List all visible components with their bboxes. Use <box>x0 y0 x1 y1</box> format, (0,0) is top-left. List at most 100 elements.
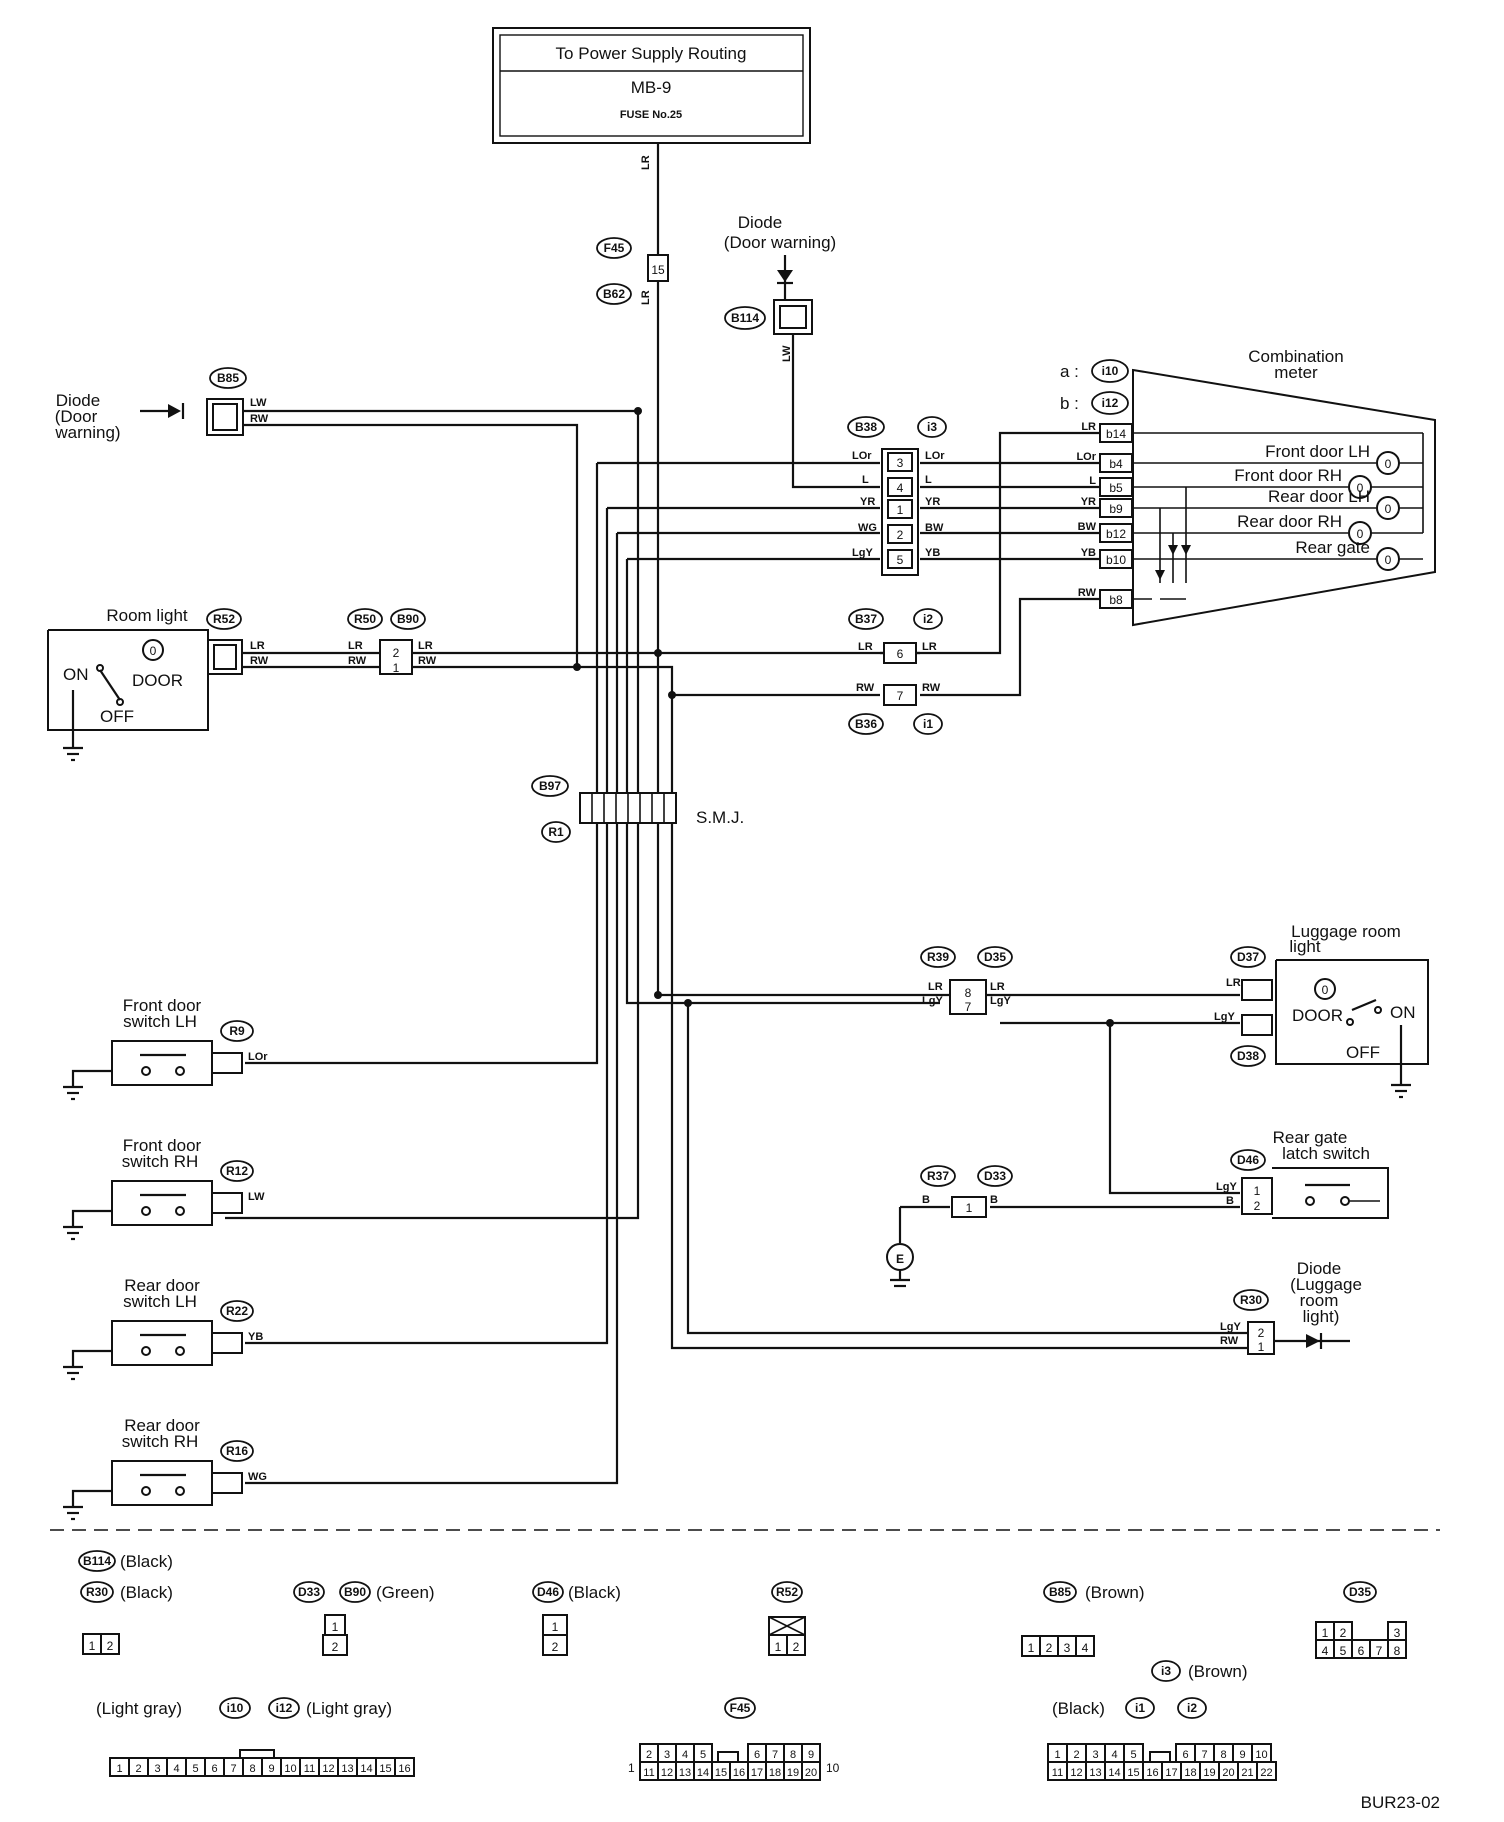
legend-pin <box>394 1757 415 1777</box>
svg-text:Combination: Combination <box>1248 347 1343 366</box>
legend-pin-label: 2 <box>1073 1749 1079 1761</box>
legend-pin-label: 7 <box>1201 1749 1207 1761</box>
svg-text:i1: i1 <box>1135 1701 1145 1715</box>
svg-text:LW: LW <box>781 345 793 362</box>
svg-text:light: light <box>1289 937 1320 956</box>
meter-pin-label: b14 <box>1106 427 1126 441</box>
meter-lamp-label: Front door RH <box>1234 466 1342 485</box>
svg-text:R52: R52 <box>776 1585 798 1599</box>
svg-text:0: 0 <box>1385 502 1392 516</box>
svg-text:7: 7 <box>897 689 904 703</box>
svg-text:F45: F45 <box>730 1701 751 1715</box>
svg-text:Rear door: Rear door <box>124 1416 200 1435</box>
svg-text:B36: B36 <box>855 717 877 731</box>
svg-text:2: 2 <box>897 528 904 542</box>
svg-text:ON: ON <box>63 665 89 684</box>
svg-text:1: 1 <box>1028 1641 1035 1655</box>
svg-text:D38: D38 <box>1237 1049 1259 1063</box>
legend-pin-label: 14 <box>1108 1767 1120 1779</box>
legend-pin-label: 9 <box>268 1763 274 1775</box>
svg-text:B114: B114 <box>731 311 759 325</box>
power-supply-title: To Power Supply Routing <box>556 44 747 63</box>
svg-text:B114: B114 <box>83 1554 111 1568</box>
svg-text:1: 1 <box>1258 1340 1265 1354</box>
svg-text:LgY: LgY <box>1216 1181 1237 1193</box>
legend-pin-label: 11 <box>304 1763 315 1775</box>
svg-text:Diode: Diode <box>738 213 782 232</box>
svg-text:R9: R9 <box>229 1024 245 1038</box>
svg-text:4: 4 <box>1082 1641 1089 1655</box>
meter-wire-code: LOr <box>1076 451 1096 463</box>
legend-pin-label: 5 <box>1130 1749 1136 1761</box>
svg-text:light): light) <box>1303 1307 1340 1326</box>
diode-door-warning-b114: Diode (Door warning) B114 LW <box>724 213 836 362</box>
svg-text:YB: YB <box>925 547 940 559</box>
svg-text:(Green): (Green) <box>376 1583 435 1602</box>
svg-text:R1: R1 <box>548 825 564 839</box>
svg-text:2: 2 <box>107 1639 114 1653</box>
legend-pin-label: 20 <box>805 1767 817 1779</box>
svg-text:i3: i3 <box>1161 1664 1171 1678</box>
svg-text:B97: B97 <box>539 779 561 793</box>
legend-pin-label: 7 <box>230 1763 236 1775</box>
svg-text:0: 0 <box>1357 527 1364 541</box>
svg-text:i2: i2 <box>1187 1701 1197 1715</box>
svg-text:switch RH: switch RH <box>122 1432 199 1451</box>
svg-text:LgY: LgY <box>990 995 1011 1007</box>
legend-pin-label: 1 <box>1054 1749 1060 1761</box>
legend-pin-label: 2 <box>135 1763 141 1775</box>
connector-r50-b90: R50 B90 2 1 LR RW LR RW <box>347 608 437 675</box>
svg-text:LgY: LgY <box>922 995 943 1007</box>
svg-text:switch LH: switch LH <box>123 1292 197 1311</box>
diagram-code: BUR23-02 <box>1361 1793 1440 1812</box>
svg-text:ON: ON <box>1390 1003 1416 1022</box>
svg-text:R16: R16 <box>226 1444 248 1458</box>
svg-text:0: 0 <box>1385 457 1392 471</box>
svg-text:latch switch: latch switch <box>1282 1144 1370 1163</box>
wiring <box>140 143 1248 1485</box>
legend-pin-label: 12 <box>322 1763 334 1775</box>
svg-text:R52: R52 <box>213 612 235 626</box>
svg-text:(Brown): (Brown) <box>1188 1662 1248 1681</box>
legend-pin-label: 16 <box>398 1763 410 1775</box>
legend-pin-label: 6 <box>1182 1749 1188 1761</box>
svg-text:10: 10 <box>826 1761 840 1775</box>
legend-pin-label: 14 <box>360 1763 372 1775</box>
svg-text:D46: D46 <box>537 1585 559 1599</box>
svg-text:OFF: OFF <box>100 707 134 726</box>
svg-text:warning): warning) <box>54 423 120 442</box>
svg-text:F45: F45 <box>604 241 625 255</box>
svg-text:(Light gray): (Light gray) <box>306 1699 392 1718</box>
svg-text:D35: D35 <box>1349 1585 1371 1599</box>
svg-text:(Luggage: (Luggage <box>1290 1275 1362 1294</box>
svg-text:L: L <box>925 474 932 486</box>
svg-text:2: 2 <box>552 1640 559 1654</box>
legend-pin-label: 9 <box>808 1749 814 1761</box>
junction-dots <box>573 407 1114 1027</box>
svg-text:meter: meter <box>1274 363 1318 382</box>
legend-pin-label: 8 <box>249 1763 255 1775</box>
svg-text:LW: LW <box>250 397 267 409</box>
svg-text:2: 2 <box>1340 1626 1347 1640</box>
legend-pin-label: 7 <box>772 1749 778 1761</box>
svg-text:1: 1 <box>1254 1184 1261 1198</box>
svg-text:D37: D37 <box>1237 950 1259 964</box>
svg-text:Diode: Diode <box>56 391 100 410</box>
svg-text:(Black): (Black) <box>1052 1699 1105 1718</box>
svg-text:a :: a : <box>1060 362 1079 381</box>
meter-pin-label: b8 <box>1109 593 1123 607</box>
svg-text:LOr: LOr <box>925 450 945 462</box>
legend-pin-label: 20 <box>1222 1767 1234 1779</box>
svg-text:room: room <box>1300 1291 1339 1310</box>
svg-text:B85: B85 <box>1049 1585 1071 1599</box>
svg-text:switch RH: switch RH <box>122 1152 199 1171</box>
svg-text:YB: YB <box>248 1331 263 1343</box>
svg-text:7: 7 <box>1376 1644 1383 1658</box>
svg-text:R39: R39 <box>927 950 949 964</box>
svg-text:i3: i3 <box>927 420 937 434</box>
